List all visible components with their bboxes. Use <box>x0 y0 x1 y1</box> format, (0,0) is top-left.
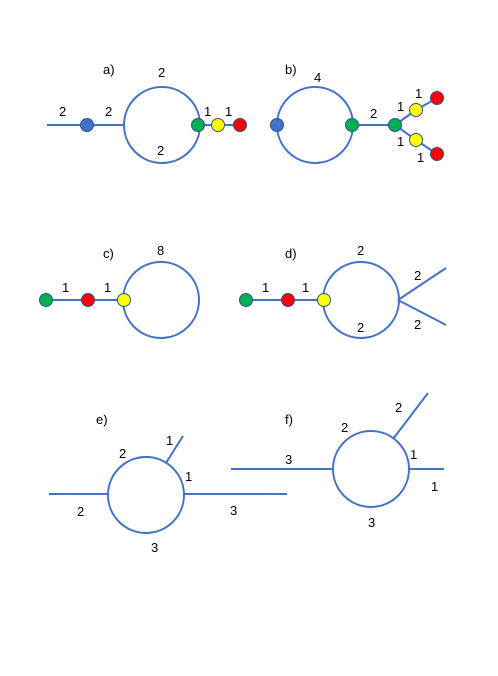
panel-b-upper-yellow-node <box>409 103 423 117</box>
panel-b-green-hub-node <box>388 118 402 132</box>
panel-b-upper-branch-label: 1 <box>397 99 404 114</box>
panel-d-lower-leg-label: 2 <box>414 317 421 332</box>
panel-a-tag: a) <box>103 62 115 77</box>
panel-c-tag: c) <box>103 246 114 261</box>
panel-d-yellow-node <box>317 293 331 307</box>
panel-b-upper-tip-label: 1 <box>415 86 422 101</box>
panel-f-upper-left-label: 2 <box>341 420 348 435</box>
panel-c-red-node <box>81 293 95 307</box>
panel-d-loop-bottom-label: 2 <box>357 320 364 335</box>
panel-e-left-edge-label: 2 <box>77 504 84 519</box>
panel-e-stub-edge <box>165 435 184 464</box>
panel-a-red-node <box>233 118 247 132</box>
panel-f-left-edge-label: 3 <box>285 452 292 467</box>
panel-d-upper-leg-edge <box>397 267 447 301</box>
panel-b-lower-tip-label: 1 <box>417 150 424 165</box>
panel-d: d) 2 2 1 1 2 2 <box>239 243 447 339</box>
panel-d-green-node <box>239 293 253 307</box>
panel-c-chain-1-label: 1 <box>62 280 69 295</box>
panel-f: f) 2 2 3 1 1 3 <box>231 392 444 530</box>
panel-e-tag: e) <box>96 412 108 427</box>
panel-b-green-node <box>345 118 359 132</box>
panel-d-red-node <box>281 293 295 307</box>
panel-f-loop-bottom-label: 3 <box>368 515 375 530</box>
panel-d-chain-1-label: 1 <box>262 280 269 295</box>
panel-a-yellow-node <box>211 118 225 132</box>
panel-a-green-node <box>191 118 205 132</box>
panel-b-blue-node <box>270 118 284 132</box>
panel-c: c) 8 1 1 <box>39 243 200 339</box>
panel-a-right-edge-label: 2 <box>105 104 112 119</box>
panel-c-loop-top-label: 8 <box>157 243 164 258</box>
panel-a-loop-bottom-label: 2 <box>157 143 164 158</box>
panel-d-upper-leg-label: 2 <box>414 268 421 283</box>
panel-b-lower-yellow-node <box>409 133 423 147</box>
panel-b-loop-top-label: 4 <box>314 70 321 85</box>
panel-c-loop <box>122 261 200 339</box>
panel-a-left-edge-label: 2 <box>59 104 66 119</box>
panel-b: b) 4 2 1 1 1 1 <box>270 62 444 165</box>
panel-f-diag-edge-label: 2 <box>395 400 402 415</box>
panel-a: a) 2 2 2 2 1 1 <box>47 62 247 164</box>
panel-e-right-edge-label: 3 <box>230 503 237 518</box>
panel-b-bridge-label: 2 <box>370 106 377 121</box>
panel-f-tag: f) <box>285 412 293 427</box>
panel-e-loop-bottom-label: 3 <box>151 540 158 555</box>
panel-d-tag: d) <box>285 246 297 261</box>
panel-b-loop <box>276 86 354 164</box>
panel-b-lower-red-node <box>430 147 444 161</box>
panel-c-yellow-node <box>117 293 131 307</box>
panel-a-chain-2-label: 1 <box>225 104 232 119</box>
panel-a-blue-node <box>80 118 94 132</box>
panel-f-arc-right-label: 1 <box>410 447 417 462</box>
panel-f-right-edge-label: 1 <box>431 479 438 494</box>
panel-e: e) 2 1 1 2 3 3 <box>49 412 287 555</box>
panel-a-chain-1-label: 1 <box>204 104 211 119</box>
panel-f-diag-edge <box>392 392 429 440</box>
panel-f-loop <box>332 430 410 508</box>
panel-e-arc-upper-left-label: 2 <box>119 446 126 461</box>
panel-e-arc-right-label: 1 <box>185 469 192 484</box>
panel-e-loop <box>107 456 185 534</box>
panel-b-lower-branch-label: 1 <box>397 134 404 149</box>
panel-b-upper-red-node <box>430 91 444 105</box>
panel-a-loop-top-label: 2 <box>158 65 165 80</box>
panel-d-chain-2-label: 1 <box>302 280 309 295</box>
panel-b-tag: b) <box>285 62 297 77</box>
panel-c-green-node <box>39 293 53 307</box>
panel-d-loop-top-label: 2 <box>357 243 364 258</box>
panel-c-chain-2-label: 1 <box>104 280 111 295</box>
panel-e-stub-label: 1 <box>166 433 173 448</box>
panel-d-lower-leg-edge <box>397 299 447 326</box>
